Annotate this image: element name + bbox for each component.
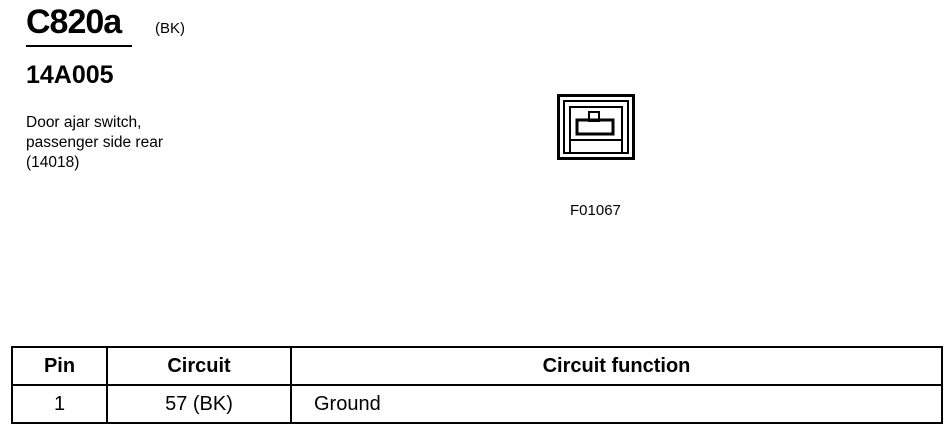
- connector-description: Door ajar switch, passenger side rear (1…: [26, 113, 163, 173]
- connector-face-icon: [557, 94, 635, 160]
- description-line: (14018): [26, 154, 80, 171]
- part-number: 14A005: [26, 61, 114, 89]
- pin-table-header-row: Pin Circuit Circuit function: [11, 346, 943, 386]
- description-line: Door ajar switch,: [26, 114, 142, 131]
- header-circuit-function: Circuit function: [290, 346, 943, 386]
- connector-id-underline: [26, 45, 132, 47]
- header-pin: Pin: [11, 346, 108, 386]
- pin-table: Pin Circuit Circuit function 1 57 (BK) G…: [11, 346, 943, 424]
- cell-circuit: 57 (BK): [106, 384, 292, 424]
- header-circuit: Circuit: [106, 346, 292, 386]
- figure-code: F01067: [570, 202, 621, 219]
- cell-pin: 1: [11, 384, 108, 424]
- connector-id: C820a: [26, 3, 122, 41]
- description-line: passenger side rear: [26, 134, 163, 151]
- connector-color: (BK): [155, 20, 185, 37]
- cell-circuit-function: Ground: [290, 384, 943, 424]
- table-row: 1 57 (BK) Ground: [11, 384, 943, 424]
